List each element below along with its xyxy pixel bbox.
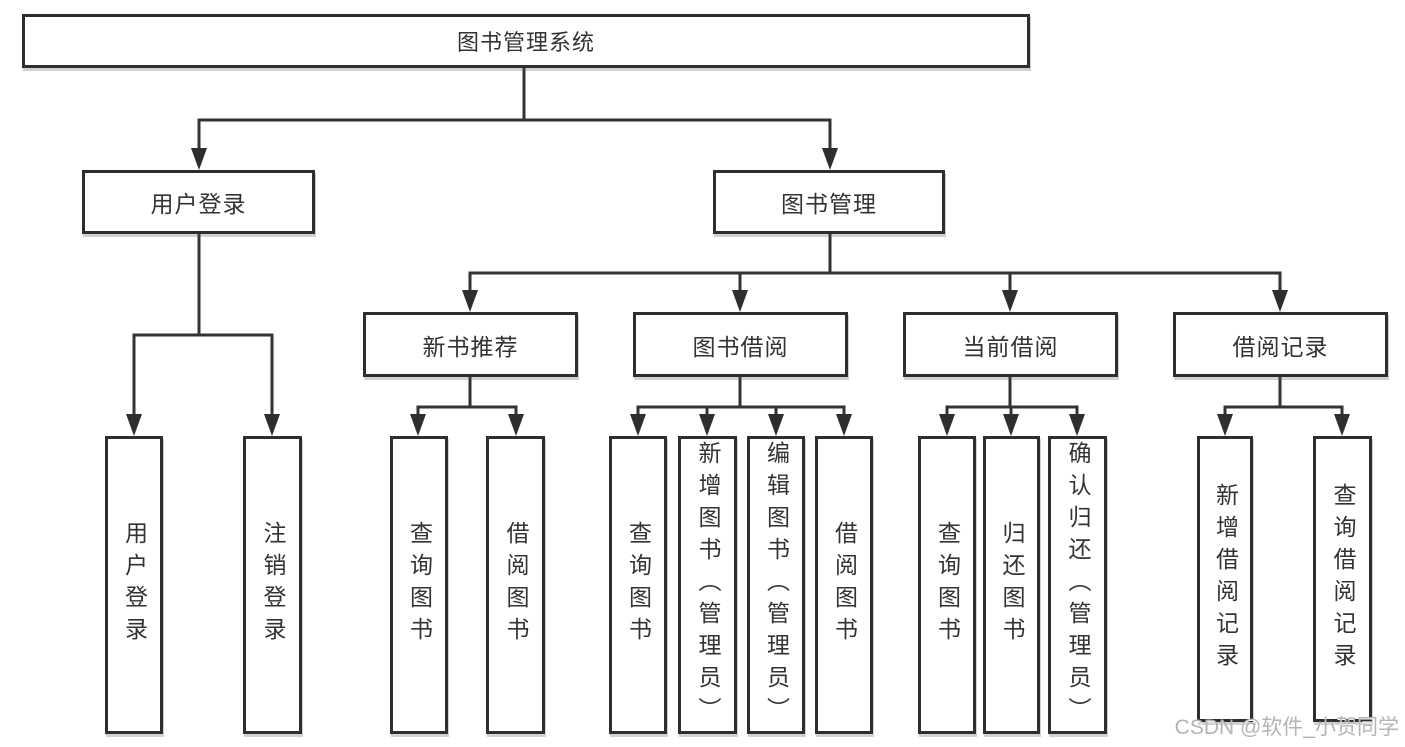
watermark: CSDN @软件_小贺同学	[1174, 716, 1399, 739]
leaf-query-borrow-record: 查询借阅记录	[1313, 436, 1372, 722]
leaf-logout: 注销登录	[243, 436, 302, 734]
leaf-confirm-return-admin: 确认归还（管理员）	[1048, 436, 1107, 734]
leaf-edit-books-admin-label: 编辑图书（管理员）	[763, 441, 790, 729]
node-root-label: 图书管理系统	[456, 30, 595, 55]
leaf-user-login-label: 用户登录	[121, 521, 148, 649]
leaf-query-books-recommend-label: 查询图书	[406, 521, 433, 649]
leaf-logout-label: 注销登录	[260, 521, 286, 649]
node-current-borrow: 当前借阅	[903, 312, 1118, 377]
leaf-borrow-books-recommend: 借阅图书	[486, 436, 545, 734]
leaf-query-books-current-label: 查询图书	[934, 521, 961, 649]
leaf-add-books-admin-label: 新增图书（管理员）	[695, 441, 721, 729]
node-new-book-recommend: 新书推荐	[363, 312, 578, 377]
leaf-add-borrow-record: 新增借阅记录	[1197, 436, 1253, 722]
leaf-query-books-borrow-label: 查询图书	[625, 521, 652, 649]
arrowhead-icons	[126, 148, 1350, 436]
leaf-query-borrow-record-label: 查询借阅记录	[1330, 483, 1356, 675]
node-new-book-recommend-label: 新书推荐	[422, 333, 519, 360]
node-borrow-records: 借阅记录	[1173, 312, 1388, 377]
leaf-return-books: 归还图书	[983, 436, 1040, 734]
node-root-system: 图书管理系统	[22, 14, 1030, 68]
leaf-add-borrow-record-label: 新增借阅记录	[1212, 483, 1239, 675]
leaf-query-books-recommend: 查询图书	[390, 436, 448, 734]
leaf-borrow-books: 借阅图书	[815, 436, 873, 734]
leaf-return-books-label: 归还图书	[999, 521, 1025, 649]
node-book-management-branch: 图书管理	[713, 170, 945, 234]
node-borrow-records-label: 借阅记录	[1232, 333, 1329, 360]
node-book-borrow-label: 图书借阅	[692, 333, 789, 360]
leaf-query-books-borrow: 查询图书	[609, 436, 667, 734]
leaf-query-books-current: 查询图书	[918, 436, 976, 734]
node-current-borrow-label: 当前借阅	[962, 333, 1059, 360]
node-book-borrow: 图书借阅	[633, 312, 848, 377]
node-user-login-label: 用户登录	[150, 191, 247, 217]
node-book-management-label: 图书管理	[781, 191, 877, 217]
leaf-user-login: 用户登录	[105, 436, 163, 734]
leaf-edit-books-admin: 编辑图书（管理员）	[747, 436, 805, 734]
leaf-borrow-books-label: 借阅图书	[831, 521, 858, 649]
leaf-borrow-books-recommend-label: 借阅图书	[503, 521, 529, 649]
leaf-add-books-admin: 新增图书（管理员）	[678, 436, 737, 734]
leaf-confirm-return-admin-label: 确认归还（管理员）	[1065, 441, 1091, 729]
node-user-login-branch: 用户登录	[82, 170, 315, 234]
